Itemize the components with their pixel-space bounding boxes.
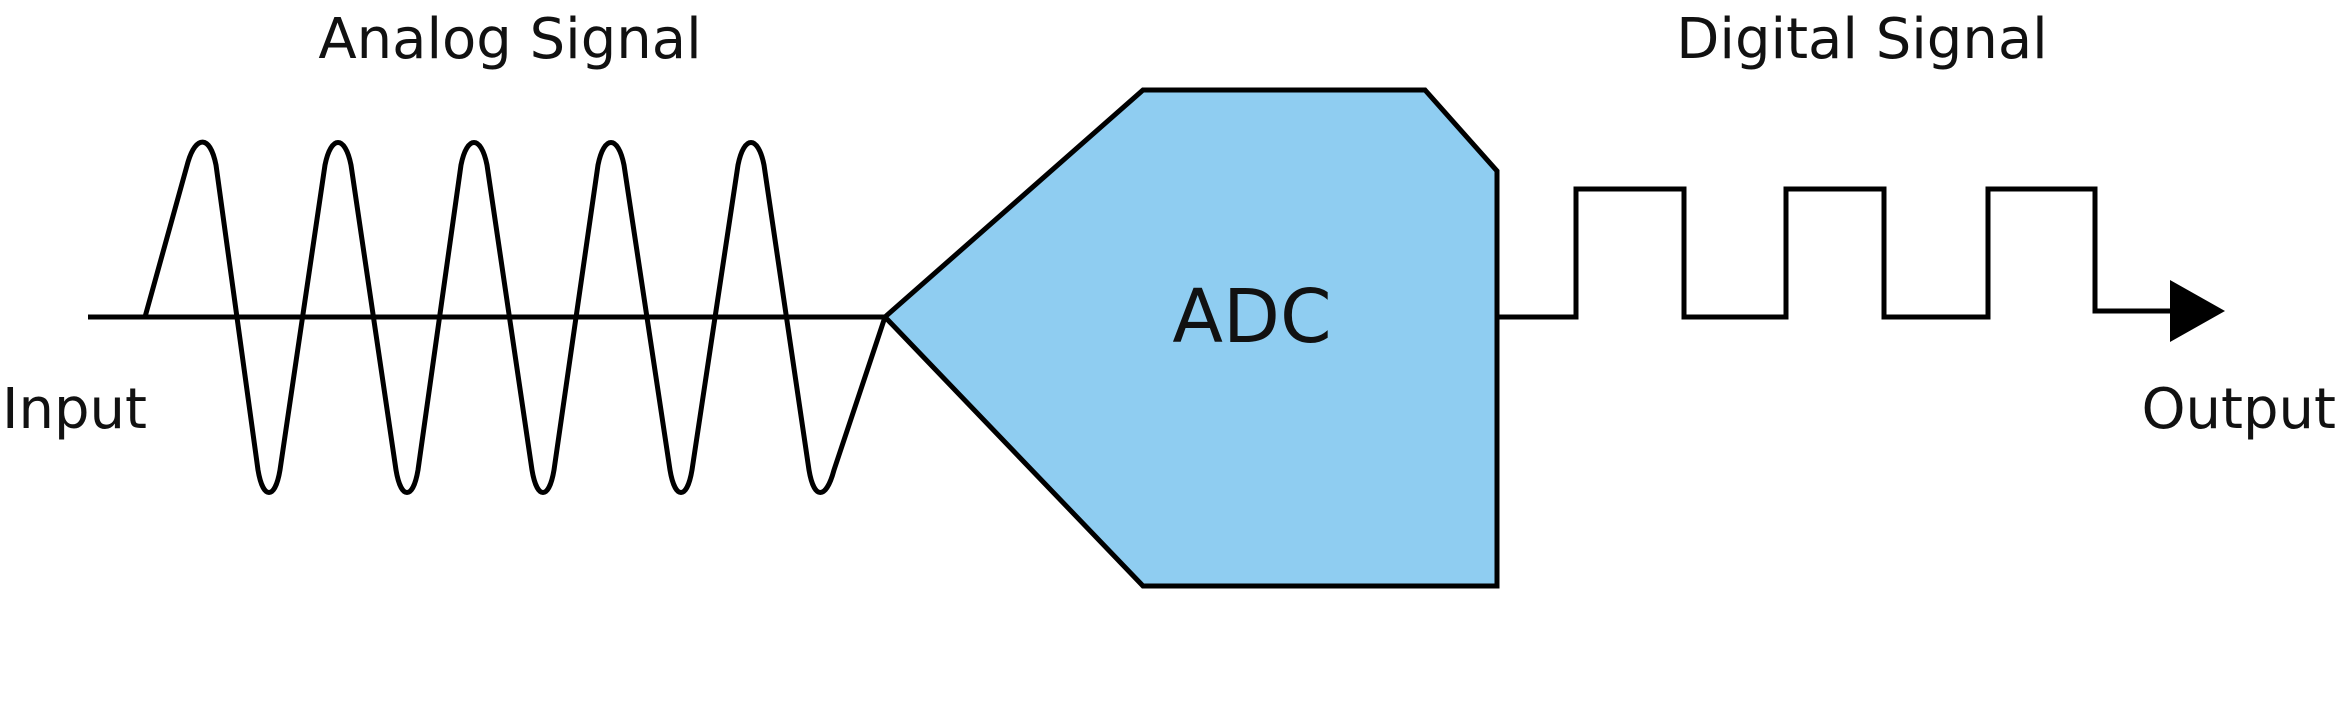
digital-signal-title: Digital Signal	[1676, 7, 2047, 72]
output-arrowhead	[2170, 280, 2225, 342]
digital-wave	[1497, 186, 2172, 320]
output-label: Output	[2141, 377, 2336, 442]
adc-block	[881, 87, 1500, 589]
analog-wave	[142, 139, 888, 495]
analog-signal-title: Analog Signal	[318, 7, 701, 72]
input-label: Input	[2, 377, 147, 442]
adc-label: ADC	[1172, 274, 1331, 360]
